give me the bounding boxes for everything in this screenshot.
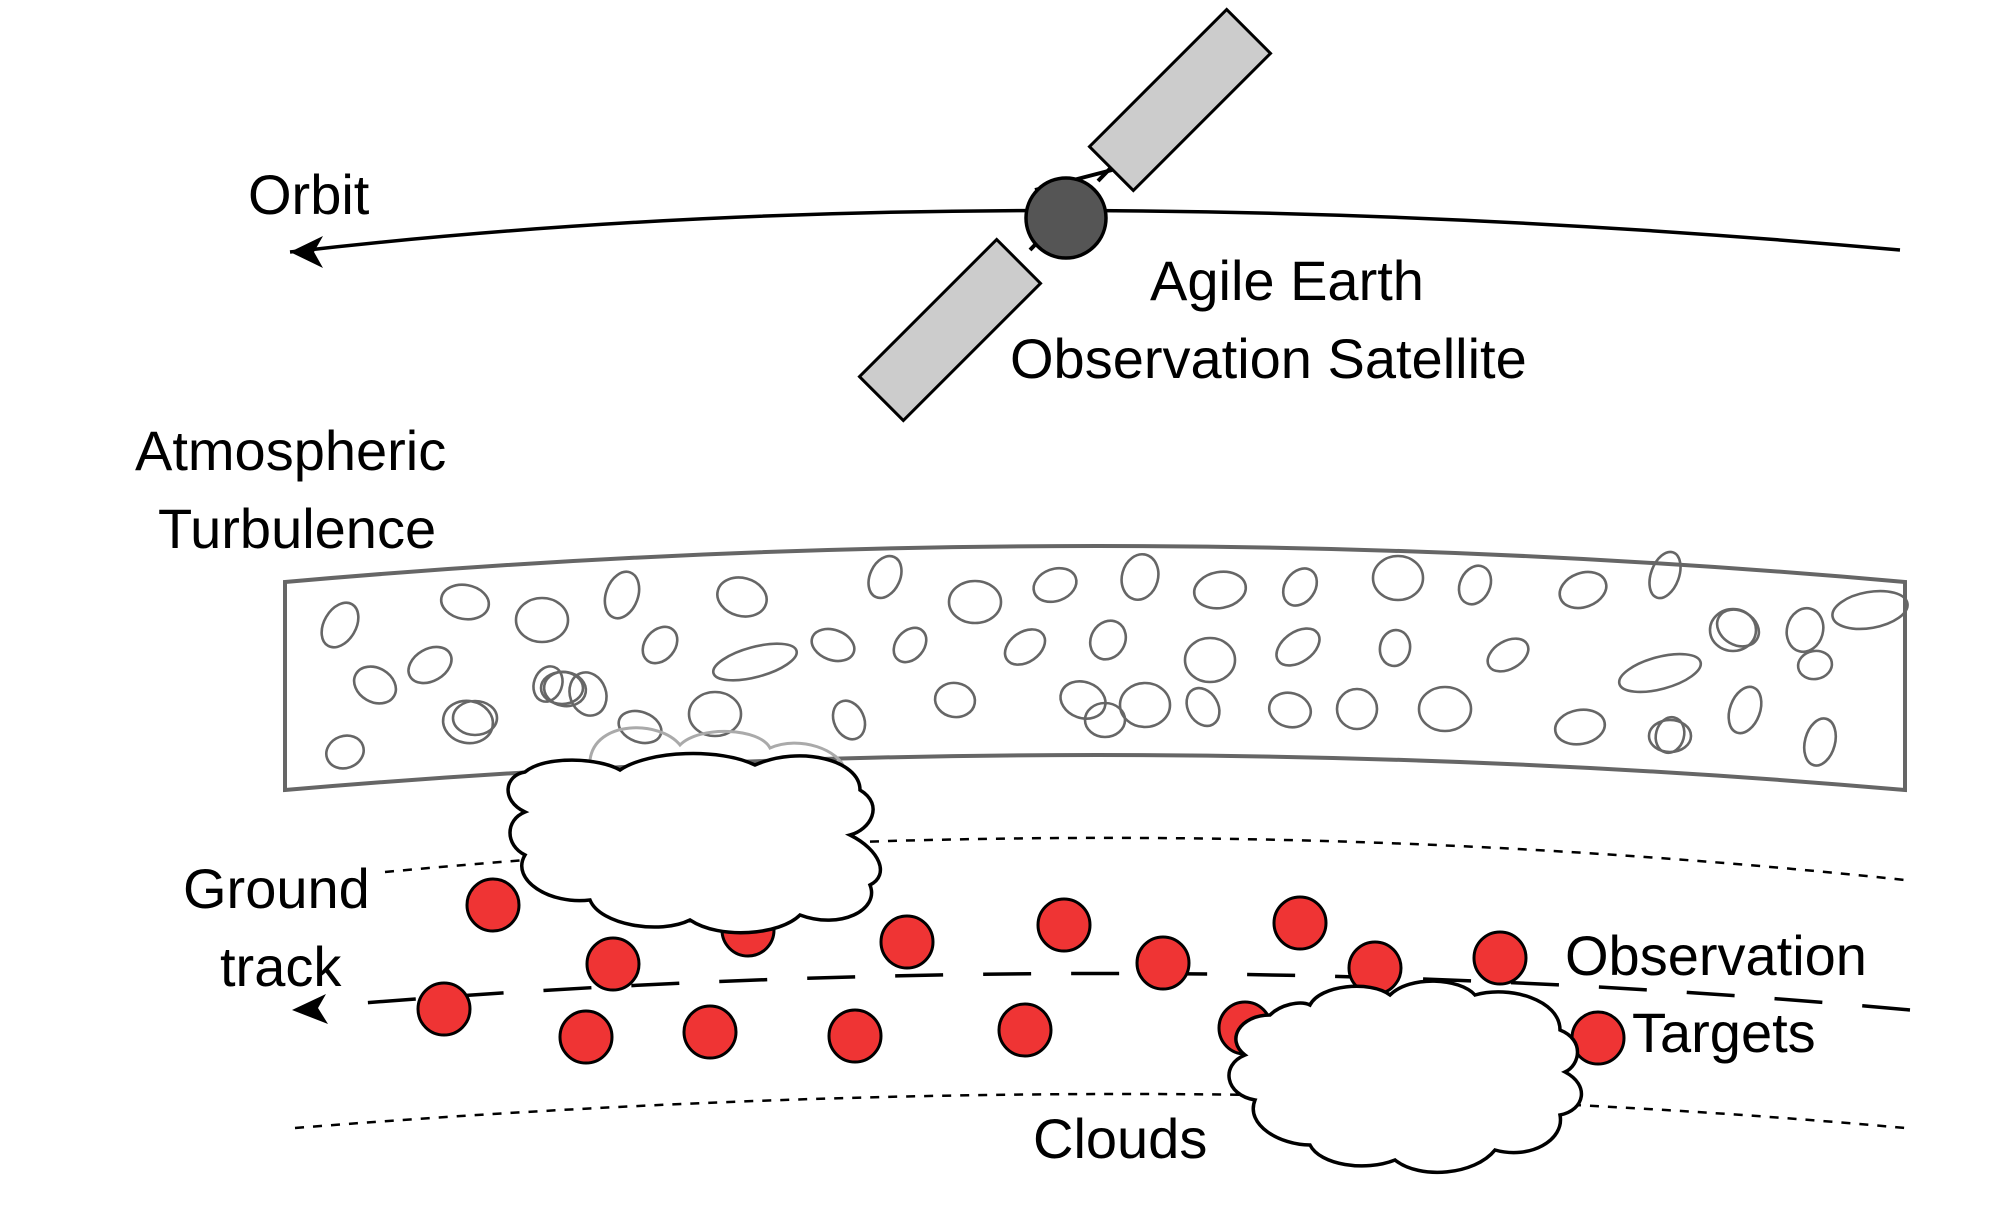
target-dot (1570, 1010, 1626, 1066)
turbulence-particle (1648, 550, 1682, 600)
ground-track-line (349, 971, 1911, 1012)
clouds-label: Clouds (1033, 1107, 1207, 1170)
turbulence-particle (1281, 567, 1319, 607)
turbulence-particle (1192, 570, 1248, 610)
turbulence-particle (947, 579, 1003, 625)
turbulence-particle (1417, 685, 1473, 733)
turbulence-particle (641, 625, 679, 665)
target-dot (416, 981, 472, 1037)
turbulence-particle (1267, 691, 1313, 729)
turbulence-particle (1083, 701, 1127, 739)
target-dot (1472, 930, 1528, 986)
ground-track-label-line2: track (220, 935, 342, 998)
turbulence-particle (407, 645, 453, 685)
turbulence-particle (1457, 564, 1493, 606)
ground-track-upper-boundary (384, 836, 1906, 882)
turbulence-band (283, 544, 1907, 793)
turbulence-particle (539, 670, 585, 706)
turbulence-particle (568, 671, 608, 717)
target-dot (1272, 895, 1328, 951)
turbulence-particle (687, 690, 743, 738)
turbulence-label-line1: Atmospheric (135, 419, 446, 482)
turbulence-particle (1378, 628, 1412, 668)
turbulence-particle (1118, 681, 1172, 729)
turbulence-particle (1335, 687, 1379, 731)
turbulence-particle (1558, 570, 1608, 610)
turbulence-particle (1802, 717, 1838, 767)
turbulence-particle (1796, 649, 1834, 681)
turbulence-particle (603, 570, 641, 620)
turbulence-particle (1617, 652, 1703, 694)
targets-label-line1: Observation (1565, 924, 1867, 987)
turbulence-particle (711, 642, 799, 682)
turbulence-particle (1708, 607, 1758, 653)
observation-targets (416, 877, 1626, 1066)
turbulence-particle (1003, 628, 1047, 666)
turbulence-particle (514, 596, 570, 644)
ground-track-lower-boundary (294, 1092, 1906, 1130)
target-dot (1036, 897, 1092, 953)
turbulence-particle (892, 626, 928, 664)
satellite-label-line1: Agile Earth (1150, 249, 1424, 312)
turbulence-particle (716, 576, 768, 618)
targets-label-line2: Targets (1632, 1001, 1816, 1064)
turbulence-particle (1120, 553, 1160, 601)
turbulence-particle (1032, 566, 1078, 604)
ground-track-arrow-icon (292, 994, 328, 1024)
turbulence-particle (532, 665, 564, 703)
turbulence-particle (439, 583, 491, 621)
target-dot (465, 877, 521, 933)
ground-track-label-line1: Ground (183, 857, 370, 920)
turbulence-particle (810, 627, 856, 663)
target-dot (1135, 935, 1191, 991)
turbulence-particle (1727, 685, 1763, 735)
turbulence-particle (1486, 637, 1530, 673)
orbit-arrow-icon (290, 236, 323, 268)
cloud-icon (1227, 979, 1584, 1174)
turbulence-particle (1275, 627, 1321, 667)
target-dot (879, 914, 935, 970)
turbulence-particle (1831, 589, 1909, 631)
turbulence-particle (320, 601, 360, 649)
turbulence-particle (325, 734, 365, 770)
turbulence-label-line2: Turbulence (158, 497, 436, 560)
turbulence-particles (320, 550, 1909, 770)
target-dot (558, 1009, 614, 1065)
satellite-icon (857, 7, 1273, 423)
turbulence-particle (1785, 606, 1825, 654)
satellite-label-line2: Observation Satellite (1010, 327, 1527, 390)
turbulence-particle (441, 699, 495, 745)
cloud-icon (506, 726, 882, 935)
turbulence-particle (1185, 686, 1221, 728)
turbulence-particle (1647, 718, 1693, 754)
turbulence-particle (1553, 708, 1607, 746)
turbulence-particle (352, 665, 398, 705)
target-dot (585, 936, 641, 992)
target-dot (997, 1002, 1053, 1058)
turbulence-particle (1059, 680, 1107, 720)
turbulence-particle (1088, 619, 1128, 661)
turbulence-particle (617, 709, 663, 745)
turbulence-particle (1183, 636, 1237, 684)
target-dot (682, 1004, 738, 1060)
turbulence-particle (831, 699, 867, 741)
orbit-label: Orbit (248, 163, 370, 226)
target-dot (827, 1008, 883, 1064)
turbulence-particle (1371, 554, 1425, 602)
turbulence-particle (933, 681, 977, 719)
turbulence-particle (867, 554, 903, 600)
